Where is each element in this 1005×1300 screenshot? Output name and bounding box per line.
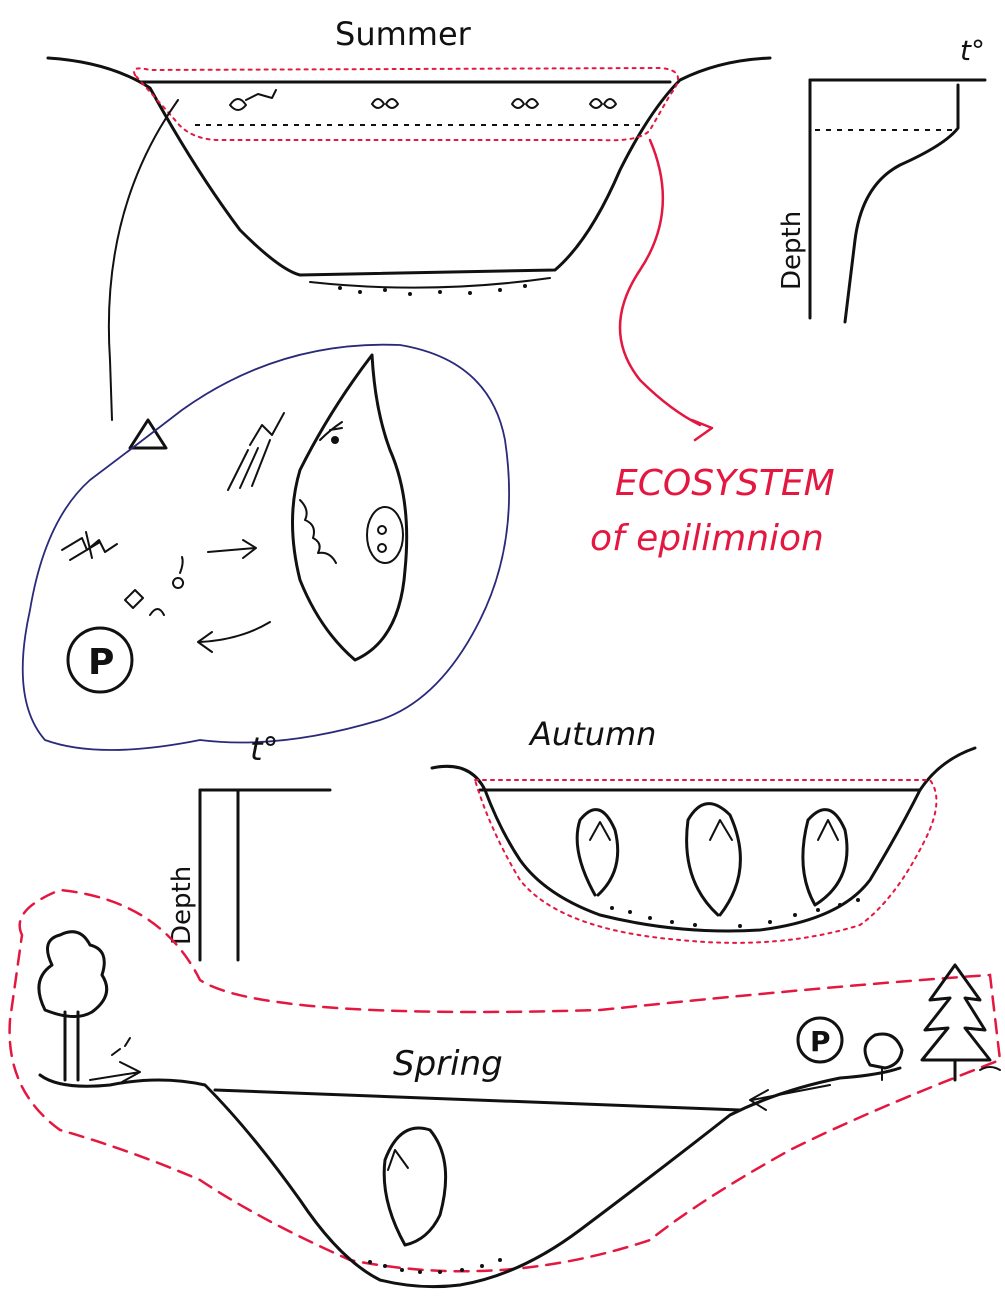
- inset-arrow-left: [198, 622, 270, 652]
- phosphorus-label-inset: P: [88, 642, 114, 683]
- ecosystem-label-line2: of epilimnion: [590, 518, 824, 559]
- tree-icon: [39, 932, 140, 1082]
- phosphorus-label-spring: P: [810, 1025, 831, 1058]
- zooplankton-icon: [62, 532, 117, 560]
- summer-plankton: [230, 90, 616, 110]
- depth-axis-label-bottom: Depth: [167, 866, 197, 945]
- epilimnion-inset: P: [23, 345, 509, 750]
- spring-lake: Spring P: [10, 890, 1000, 1287]
- reed-icon: [228, 413, 284, 490]
- inset-outline: [23, 345, 509, 750]
- inset-arrow-right: [208, 540, 256, 558]
- summer-to-inset-arrow: [109, 100, 178, 420]
- plankton-small-icon: [173, 557, 183, 588]
- spring-circulation-arrow-icon: [384, 1128, 445, 1245]
- depth-axis-label-top: Depth: [777, 211, 807, 290]
- summer-temp-profile: t° Depth: [777, 34, 985, 322]
- temp-axis-label-top: t°: [960, 34, 985, 67]
- inflow-arrow: [750, 1085, 830, 1110]
- autumn-lake: Autumn: [432, 715, 975, 943]
- ecosystem-label-line1: ECOSYSTEM: [615, 463, 835, 504]
- autumn-title: Autumn: [528, 715, 656, 753]
- summer-lake: Summer: [48, 15, 770, 296]
- detritus-icon: [125, 590, 164, 615]
- pine-tree-icon: [922, 965, 1000, 1080]
- fish-icon: [293, 355, 407, 660]
- spring-water-surface: [215, 1090, 740, 1110]
- summer-sediment-line: [310, 278, 550, 288]
- ecosystem-arrow: [620, 140, 700, 425]
- autumn-temp-profile: t° Depth: [167, 730, 330, 960]
- temp-axis-label-bottom: t°: [250, 730, 279, 768]
- summer-temp-curve: [845, 85, 958, 322]
- summer-basin: [48, 58, 770, 275]
- epilimnion-outline: [134, 68, 678, 140]
- spring-title: Spring: [393, 1044, 503, 1084]
- autumn-basin: [432, 748, 975, 931]
- summer-title: Summer: [335, 15, 472, 53]
- circulation-arrow-icon: [577, 804, 847, 915]
- inset-arrow-head: [130, 420, 166, 448]
